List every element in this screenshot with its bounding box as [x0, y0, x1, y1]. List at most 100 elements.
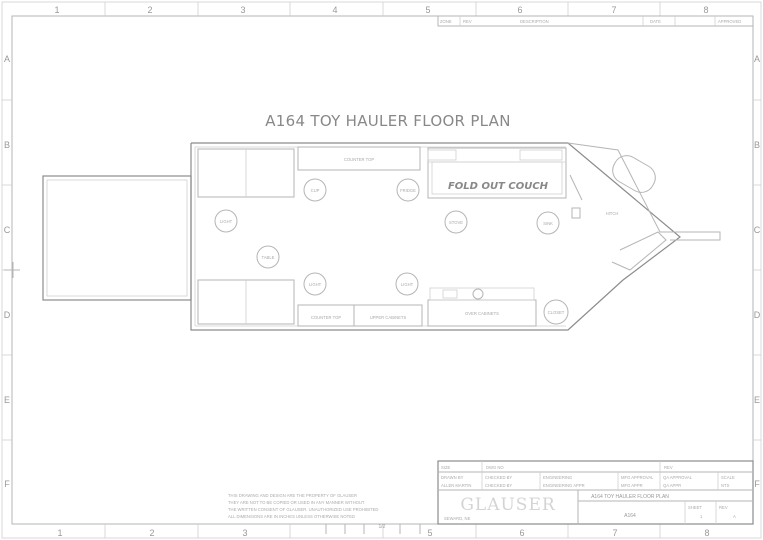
- column-label-bottom-5: 6: [519, 528, 524, 538]
- tb-checked-by-value: CHECKED BY: [485, 483, 512, 488]
- countertop-bottom-label: COUNTER TOP: [311, 315, 342, 320]
- light-fixture-c: [395, 272, 419, 296]
- row-label-left-a: A: [4, 54, 10, 64]
- row-label-right-d: D: [754, 310, 761, 320]
- column-label-bottom-7: 8: [704, 528, 709, 538]
- tb-qa-value: QA APPR: [663, 483, 681, 488]
- countertop-top-label: COUNTER TOP: [344, 157, 375, 162]
- trailer-floor-plan: HITCH COUNTER TOP FOLD OUT COUCH COUNTER…: [42, 142, 721, 331]
- tb-location: SEWARD, NE: [444, 516, 471, 521]
- trailer-body-outline: [190, 142, 681, 331]
- column-label-top-6: 6: [517, 5, 522, 15]
- company-logo: GLAUSER: [460, 495, 556, 515]
- row-label-left-d: D: [4, 310, 11, 320]
- column-label-top-3: 3: [240, 5, 245, 15]
- propane-tank: [612, 155, 656, 193]
- column-label-top-7: 7: [611, 5, 616, 15]
- closet-label: CLOSET: [548, 310, 565, 315]
- column-label-bottom-4: 5: [427, 528, 432, 538]
- rev-header-date: DATE: [650, 19, 661, 24]
- column-label-top-1: 1: [54, 5, 59, 15]
- closet-fixture: [543, 299, 569, 325]
- page-indicator: 1/2: [379, 524, 386, 530]
- sheet-inner-border: [11, 15, 754, 525]
- note-line-3: THE WRITTEN CONSENT OF GLAUSER. UNAUTHOR…: [228, 507, 378, 512]
- column-label-top-8: 8: [703, 5, 708, 15]
- tb-checked-by-header: CHECKED BY: [485, 475, 512, 480]
- row-label-right-c: C: [754, 225, 761, 235]
- hitch-frame: [567, 142, 721, 241]
- sink-label: SINK: [543, 221, 553, 226]
- row-label-right-f: F: [754, 479, 760, 489]
- row-label-right-a: A: [754, 54, 760, 64]
- row-label-left-f: F: [4, 479, 10, 489]
- tb-scale-header: SCALE: [721, 475, 735, 480]
- tb-engineering-header: ENGINEERING: [543, 475, 572, 480]
- tb-size-header: SIZE: [441, 465, 451, 470]
- fold-out-couch-label: FOLD OUT COUCH: [448, 181, 549, 192]
- table-label: TABLE: [262, 255, 275, 260]
- tb-rev-value: A: [733, 514, 736, 519]
- tb-engineering-value: ENGINEERING APPR: [543, 483, 585, 488]
- tb-number: A164: [624, 513, 636, 519]
- column-label-bottom-3: 3: [242, 528, 247, 538]
- light-fixture-b: [303, 272, 327, 296]
- tb-rev-label: REV: [719, 505, 728, 510]
- tb-sheet-label: SHEET: [688, 505, 702, 510]
- column-label-top-2: 2: [147, 5, 152, 15]
- column-label-bottom-2: 2: [149, 528, 154, 538]
- tb-rev-header: REV: [664, 465, 673, 470]
- tb-drawing-name: A164 TOY HAULER FLOOR PLAN: [591, 494, 669, 500]
- rear-ramp-door: [42, 175, 192, 301]
- row-label-left-c: C: [4, 225, 11, 235]
- drawing-title: A164 TOY HAULER FLOOR PLAN: [265, 112, 511, 130]
- countertop-top: [297, 146, 421, 171]
- table-fixture: [256, 245, 280, 269]
- stove-label: STOVE: [449, 220, 463, 225]
- note-line-4: ALL DIMENSIONS ARE IN INCHES UNLESS OTHE…: [228, 514, 355, 519]
- fold-out-couch: [427, 147, 567, 199]
- cup-holder-label: CUP: [311, 188, 320, 193]
- row-label-left-e: E: [4, 395, 10, 405]
- rev-header-zone: ZONE: [440, 19, 452, 24]
- revision-block: ZONE REV DESCRIPTION DATE APPROVED: [437, 15, 754, 27]
- tb-dwgno-header: DWG NO: [486, 465, 504, 470]
- light-b-label: LIGHT: [309, 282, 322, 287]
- rev-header-description: DESCRIPTION: [520, 19, 549, 24]
- tb-sheet-value: 1: [700, 514, 703, 519]
- column-label-top-5: 5: [425, 5, 430, 15]
- title-block: SIZE DWG NO REV DRAWN BY CHECKED BY ENGI…: [437, 460, 754, 525]
- tb-mfg-value: MFG APPR: [621, 483, 643, 488]
- note-line-2: THEY ARE NOT TO BE COPIED OR USED IN ANY…: [228, 500, 365, 505]
- column-label-bottom-1: 1: [57, 528, 62, 538]
- light-fixture-a: [214, 209, 238, 233]
- light-a-label: LIGHT: [220, 219, 233, 224]
- upper-cabinets: [353, 304, 423, 327]
- rev-header-approved: APPROVED: [718, 19, 741, 24]
- row-label-right-b: B: [754, 140, 760, 150]
- tb-scale-value: NTS: [721, 483, 730, 488]
- tb-drawn-by-value: ALLEN MARTIN: [441, 483, 471, 488]
- notes-block: THIS DRAWING AND DESIGN ARE THE PROPERTY…: [228, 493, 421, 534]
- note-line-1: THIS DRAWING AND DESIGN ARE THE PROPERTY…: [228, 493, 357, 498]
- sink-fixture: [536, 211, 560, 235]
- fridge-fixture: [396, 178, 420, 202]
- tb-qa-header: QA APPROVAL: [663, 475, 693, 480]
- overhead-cabinets-label: OVER CABINETS: [465, 311, 499, 316]
- tb-mfg-header: MFG APPROVAL: [621, 475, 654, 480]
- stove-fixture: [444, 210, 468, 234]
- light-c-label: LIGHT: [401, 282, 414, 287]
- column-label-top-4: 4: [332, 5, 337, 15]
- column-label-bottom-6: 7: [612, 528, 617, 538]
- row-label-right-e: E: [754, 395, 760, 405]
- row-label-left-b: B: [4, 140, 10, 150]
- rev-header-rev: REV: [463, 19, 472, 24]
- cup-holder-fixture: [303, 178, 327, 202]
- tb-drawn-by-header: DRAWN BY: [441, 475, 464, 480]
- upper-cabinets-label: UPPER CABINETS: [370, 315, 407, 320]
- hitch-label: HITCH: [606, 211, 619, 216]
